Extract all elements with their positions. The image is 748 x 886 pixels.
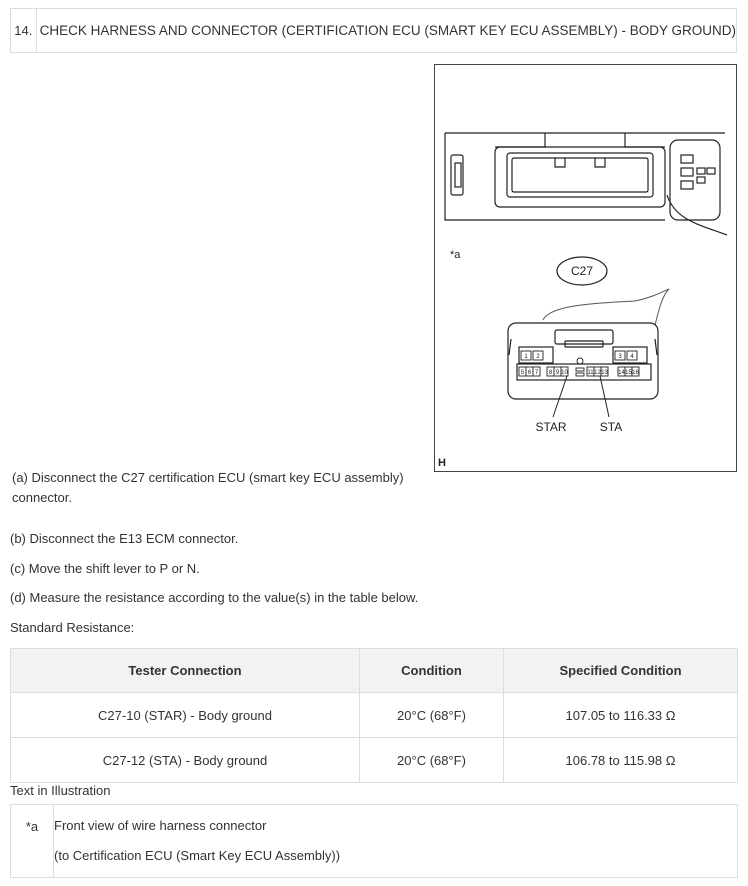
condition-cell: 20°C (68°F) (359, 692, 504, 738)
instruction-a-line2: connector. (12, 490, 72, 505)
pin-label-2: 2 (536, 354, 540, 360)
connector-face-drawing (507, 322, 659, 400)
pin-label-9: 9 (556, 370, 560, 376)
pin-label-13: 13 (601, 370, 608, 376)
connector-pins (518, 350, 640, 377)
pin-label-14: 14 (618, 370, 625, 376)
pin-label-11: 11 (587, 370, 594, 376)
wire-harness-drawing (542, 288, 670, 326)
illustration-callout-marker: *a (450, 249, 461, 261)
tester-connection-cell: C27-10 (STAR) - Body ground (10, 692, 360, 738)
sta-terminal-label: STA (600, 420, 622, 434)
standard-resistance-label: Standard Resistance: (10, 620, 135, 635)
specified-condition-cell: 107.05 to 116.33 Ω (503, 692, 738, 738)
description-cell: Front view of wire harness connector (to… (53, 804, 738, 878)
illustration-corner-code: H (438, 457, 446, 469)
connector-code-ellipse (556, 256, 608, 286)
pin-label-5: 5 (521, 370, 525, 376)
connector-code-label: C27 (571, 264, 593, 278)
connector-diagram: 1 2 3 4 5 6 7 8 9 10 11 12 13 14 15 16 C… (444, 132, 728, 434)
pin-label-4: 4 (630, 354, 634, 360)
text-in-illustration-heading: Text in Illustration (10, 783, 111, 798)
pin-label-6: 6 (528, 370, 532, 376)
instruction-b: (b) Disconnect the E13 ECM connector. (10, 531, 239, 546)
pin-label-10: 10 (561, 370, 568, 376)
instruction-a-line1: (a) Disconnect the C27 certification ECU… (12, 470, 404, 485)
condition-cell: 20°C (68°F) (359, 737, 504, 783)
instruction-c: (c) Move the shift lever to P or N. (10, 561, 200, 576)
instruction-d: (d) Measure the resistance according to … (10, 590, 419, 605)
description-line-1: Front view of wire harness connector (54, 818, 267, 833)
step-header: 14. CHECK HARNESS AND CONNECTOR (CERTIFI… (10, 8, 737, 53)
connector-pin-labels: 1 2 3 4 5 6 7 8 9 10 11 12 13 14 15 16 (521, 354, 640, 376)
resistance-table: Tester Connection Condition Specified Co… (10, 648, 738, 783)
header-specified-condition: Specified Condition (503, 648, 738, 693)
pin-label-16: 16 (632, 370, 639, 376)
star-terminal-label: STAR (535, 420, 566, 434)
table-row: C27-12 (STA) - Body ground 20°C (68°F) 1… (10, 737, 738, 783)
pin-label-7: 7 (535, 370, 539, 376)
step-number: 14. (11, 9, 37, 52)
leader-lines (552, 375, 610, 418)
pin-label-15: 15 (625, 370, 632, 376)
description-line-2: (to Certification ECU (Smart Key ECU Ass… (54, 848, 341, 863)
header-condition: Condition (359, 648, 504, 693)
step-title: CHECK HARNESS AND CONNECTOR (CERTIFICATI… (39, 23, 736, 38)
table-row: C27-10 (STAR) - Body ground 20°C (68°F) … (10, 692, 738, 738)
text-in-illustration-table: *a Front view of wire harness connector … (10, 804, 738, 878)
pin-label-1: 1 (524, 354, 528, 360)
tester-connection-cell: C27-12 (STA) - Body ground (10, 737, 360, 783)
table-row: *a Front view of wire harness connector … (10, 804, 738, 878)
ecu-body-drawing (444, 132, 728, 236)
connector-illustration: 1 2 3 4 5 6 7 8 9 10 11 12 13 14 15 16 C… (434, 64, 737, 472)
instruction-a: (a) Disconnect the C27 certification ECU… (12, 468, 404, 508)
table-header-row: Tester Connection Condition Specified Co… (10, 648, 738, 693)
pin-label-8: 8 (549, 370, 553, 376)
specified-condition-cell: 106.78 to 115.98 Ω (503, 737, 738, 783)
pin-label-12: 12 (594, 370, 601, 376)
header-tester-connection: Tester Connection (10, 648, 360, 693)
pin-label-3: 3 (618, 354, 622, 360)
marker-cell: *a (10, 804, 54, 878)
